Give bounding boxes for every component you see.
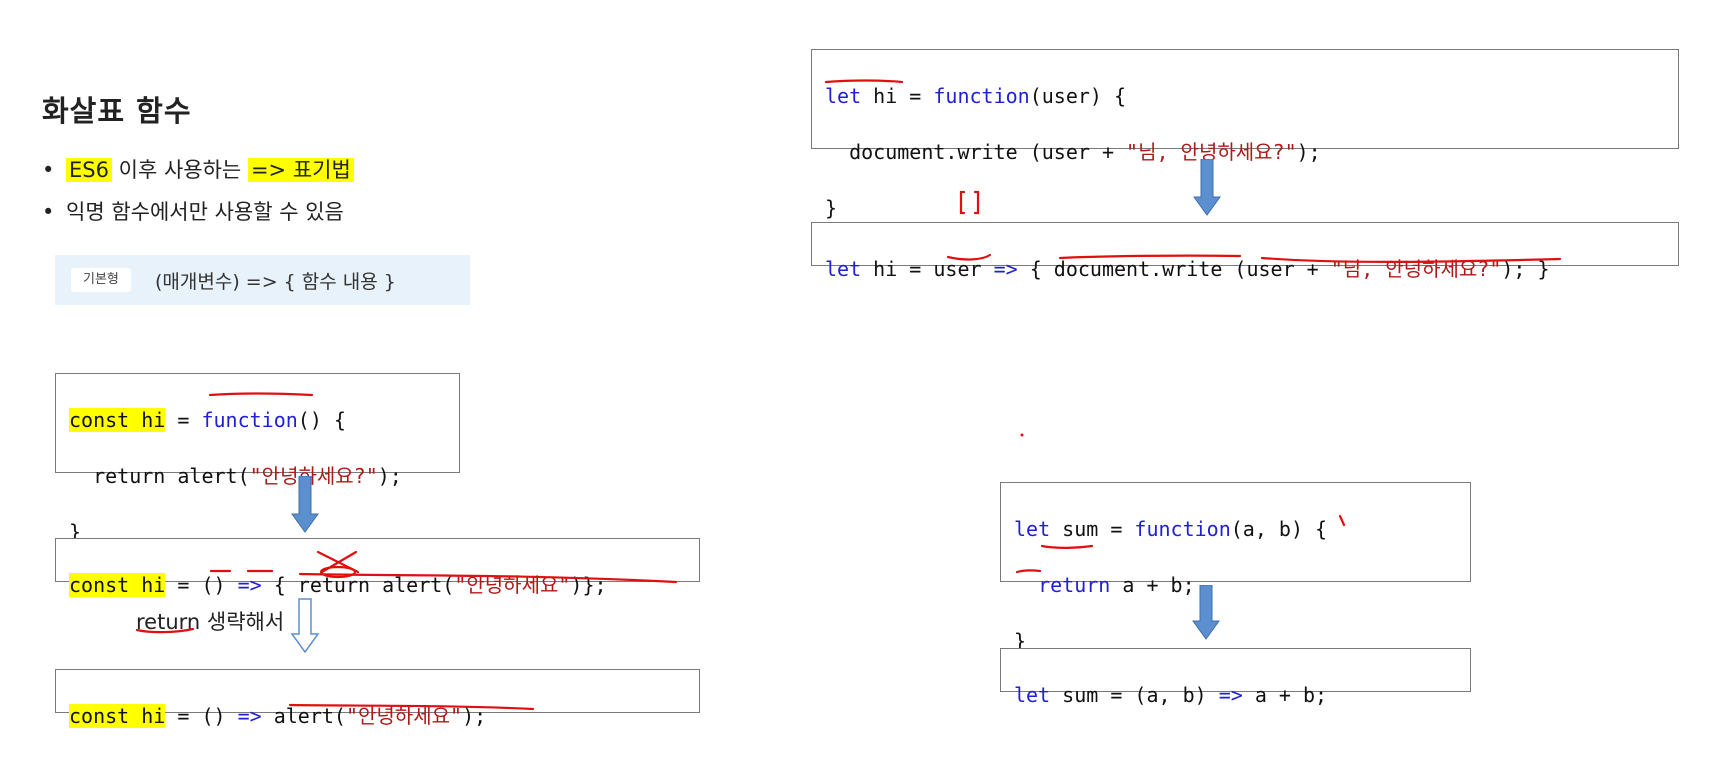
underline-mark <box>288 703 535 711</box>
down-arrow-icon <box>1193 159 1221 216</box>
strike-function-mark <box>208 392 314 397</box>
underline-mark <box>824 79 904 84</box>
code-line: let hi = function(user) { <box>825 84 1127 108</box>
code-line: return a + b; <box>1038 573 1195 597</box>
arrow-notation-highlight: => 표기법 <box>247 158 354 182</box>
bullet-dot: • <box>42 200 55 224</box>
basic-form-tag: 기본형 <box>71 268 131 292</box>
bullet-es6: • ES6 이후 사용하는 => 표기법 <box>42 154 354 184</box>
return-omit-note: return 생략해서 <box>136 610 285 634</box>
circle-mark <box>319 565 357 579</box>
bullet-anonymous: • 익명 함수에서만 사용할 수 있음 <box>42 196 344 226</box>
down-arrow-icon <box>1192 585 1220 640</box>
underline-mark <box>1058 254 1242 260</box>
basic-form-syntax: (매개변수) => { 함수 내용 } <box>155 271 396 293</box>
code-line: const hi = function() { <box>69 408 346 432</box>
underline-mark <box>135 627 195 634</box>
code-line: document.write (user + "님, 안녕하세요?"); <box>825 140 1321 164</box>
code-line: } <box>825 196 838 220</box>
hollow-down-arrow-icon <box>290 598 320 654</box>
tick-mark <box>1338 514 1346 527</box>
es6-highlight: ES6 <box>66 158 112 182</box>
underline-mark <box>1260 256 1562 263</box>
code-block-sum-function: let sum = function(a, b) { return a + b;… <box>1000 482 1471 653</box>
bullet-dot: • <box>42 158 55 182</box>
red-pen-marks <box>135 79 1562 711</box>
code-line: let sum = function(a, b) { <box>1014 517 1328 541</box>
code-line: return alert("안녕하세요?"); <box>69 464 402 488</box>
bracket-mark <box>959 190 980 215</box>
code-line: let sum = (a, b) => a + b; <box>1014 683 1328 707</box>
underline-mark <box>1015 569 1042 574</box>
down-arrow-icon <box>291 476 319 533</box>
dot-mark <box>1020 433 1024 437</box>
bullet-text: 이후 사용하는 <box>118 158 242 182</box>
code-block-user-function: let hi = function(user) { document.write… <box>811 49 1679 220</box>
underline-mark <box>1040 544 1094 549</box>
underline-mark <box>298 572 678 584</box>
bullet-text: 익명 함수에서만 사용할 수 있음 <box>66 200 344 224</box>
code-block-sum-arrow: let sum = (a, b) => a + b; <box>1000 648 1471 707</box>
basic-form-box: 기본형 (매개변수) => { 함수 내용 } <box>55 255 470 305</box>
code-line: } <box>1014 629 1027 653</box>
underline-mark <box>946 253 992 261</box>
page-title: 화살표 함수 <box>42 94 192 128</box>
code-block-function-expression: const hi = function() { return alert("안녕… <box>55 373 460 544</box>
